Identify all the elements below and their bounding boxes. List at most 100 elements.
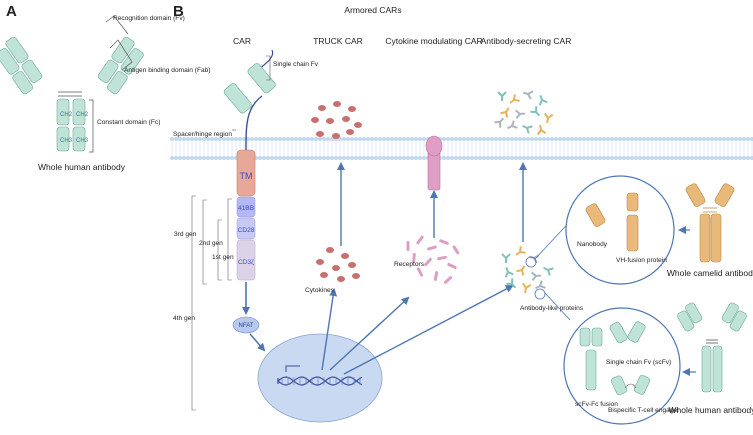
antibody-arm <box>497 91 503 97</box>
membrane-bead <box>586 137 590 141</box>
antibody-stem <box>522 91 529 95</box>
membrane-bead <box>226 156 230 160</box>
membrane-bead <box>602 156 606 160</box>
membrane-bead <box>482 156 486 160</box>
whole-human-antibody-illustration: CH2 CH2 CH3 CH3 <box>0 36 144 152</box>
membrane-bead <box>666 156 670 160</box>
membrane-bead <box>386 156 390 160</box>
nanobody-icon <box>585 203 606 227</box>
membrane-bead <box>714 137 718 141</box>
membrane-bead <box>626 137 630 141</box>
membrane-bead <box>550 156 554 160</box>
membrane-bead <box>682 137 686 141</box>
membrane-bead <box>734 137 738 141</box>
cytokine-dot <box>316 259 324 265</box>
membrane-bead <box>218 137 222 141</box>
membrane-bead <box>174 156 178 160</box>
membrane-bead <box>702 137 706 141</box>
sig-41bb-domain <box>236 196 256 218</box>
membrane-bead <box>574 156 578 160</box>
antibody-arm <box>515 113 521 119</box>
membrane-bead <box>478 156 482 160</box>
membrane-bead <box>214 156 218 160</box>
membrane-bead <box>286 137 290 141</box>
antibody-stem <box>507 125 513 130</box>
membrane-bead <box>466 156 470 160</box>
col-antibody-heading: Antibody-secreting CAR <box>481 36 572 46</box>
membrane-bead <box>514 156 518 160</box>
membrane-bead <box>558 156 562 160</box>
membrane-bead <box>282 137 286 141</box>
cd28-label: CD28 <box>238 227 255 234</box>
receptor-molecule <box>416 267 424 277</box>
bispecific-engager-icon <box>611 375 651 396</box>
nfat-label: NFAT <box>239 323 254 329</box>
gen4-label: 4th gen <box>173 315 195 322</box>
membrane-bead <box>222 137 226 141</box>
membrane-bead <box>458 137 462 141</box>
membrane-bead <box>194 137 198 141</box>
tm-domain <box>236 149 256 197</box>
membrane-bead <box>630 156 634 160</box>
antibody-arm <box>544 112 549 119</box>
gen1-bracket <box>227 198 232 281</box>
membrane-bead <box>342 137 346 141</box>
membrane-bead <box>390 137 394 141</box>
antibody-stem <box>515 251 521 256</box>
antibody-like-protein <box>538 94 548 106</box>
membrane-bead <box>210 137 214 141</box>
membrane-bead <box>270 156 274 160</box>
cytokine-dot <box>318 105 326 111</box>
camelid-antibody-caption: Whole camelid antibody <box>667 268 753 278</box>
cytokine-dot <box>333 101 341 107</box>
membrane-bead <box>318 156 322 160</box>
membrane-bead <box>538 156 542 160</box>
membrane-bead <box>694 137 698 141</box>
antibody-arm <box>519 246 522 253</box>
membrane-bead <box>182 137 186 141</box>
receptor-molecule <box>433 271 439 281</box>
membrane-bead <box>622 156 626 160</box>
membrane-bead <box>294 156 298 160</box>
membrane-bead <box>750 156 753 160</box>
cytokine-dot <box>342 116 350 122</box>
membrane-bead <box>330 156 334 160</box>
membrane-bead <box>586 156 590 160</box>
membrane-bead <box>390 156 394 160</box>
membrane-bead <box>558 137 562 141</box>
panel-a-letter: A <box>6 3 17 20</box>
membrane-bead <box>738 137 742 141</box>
membrane-bead <box>170 156 174 160</box>
membrane-bead <box>278 156 282 160</box>
membrane-bead <box>722 137 726 141</box>
gen2-bracket <box>217 219 222 281</box>
membrane-bead <box>410 156 414 160</box>
membrane-bead <box>314 137 318 141</box>
membrane-bead <box>238 137 242 141</box>
membrane-bead <box>270 137 274 141</box>
membrane-bead <box>370 137 374 141</box>
membrane-bead <box>262 137 266 141</box>
zoom-marker-lower <box>534 288 546 300</box>
membrane-bead <box>566 156 570 160</box>
bispecific-label: Bispecific T-cell engager <box>608 407 680 414</box>
receptor-molecule <box>427 245 437 251</box>
membrane-bead <box>634 137 638 141</box>
membrane-bead <box>658 137 662 141</box>
panel-b-letter: B <box>173 3 184 20</box>
cell-membrane <box>170 137 753 160</box>
membrane-bead <box>590 156 594 160</box>
membrane-bead <box>342 156 346 160</box>
antibody-stem <box>539 124 542 131</box>
membrane-bead <box>650 137 654 141</box>
secreted-antibodies <box>494 90 554 136</box>
spacer-hinge-label: Spacer/hinge region <box>173 131 232 138</box>
antibody-like-protein <box>522 124 533 134</box>
membrane-bead <box>258 137 262 141</box>
membrane-bead <box>198 156 202 160</box>
membrane-bead <box>462 156 466 160</box>
arrow-to-cytokines <box>321 288 338 371</box>
antibody-arm <box>505 253 511 259</box>
membrane-bead <box>346 156 350 160</box>
